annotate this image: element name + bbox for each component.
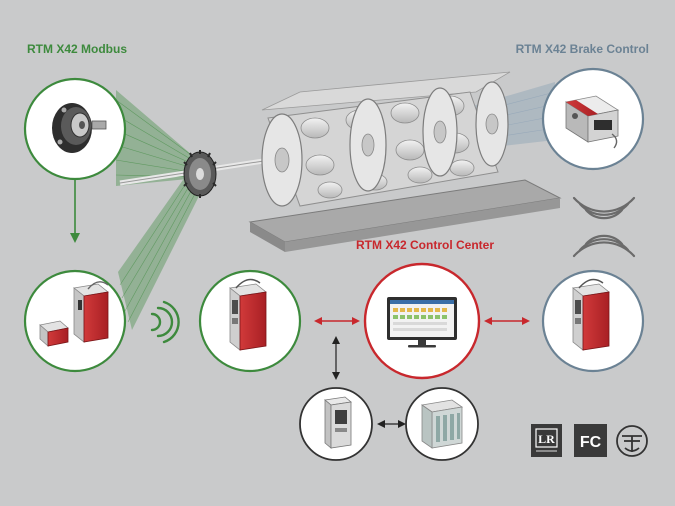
node-gateway [299, 387, 373, 461]
rtm-control-unit-icon [572, 278, 610, 351]
node-control-center [363, 262, 481, 380]
telec-certification-icon [616, 425, 648, 457]
gateway-icon [324, 396, 352, 449]
sensor-cone-bottom [118, 170, 202, 330]
brake-control-label: RTM X42 Brake Control [515, 42, 649, 56]
wireless-signal-bottom-icon [572, 234, 636, 258]
node-brake-module [541, 67, 645, 171]
rtm-control-unit-icon [229, 278, 267, 351]
wireless-signal-green-icon [150, 300, 180, 344]
node-control-unit-left [198, 269, 302, 373]
svg-text:FC: FC [580, 434, 602, 451]
node-modbus-module [23, 269, 127, 373]
plc-icon [420, 399, 464, 449]
rtm-module-icon [39, 281, 109, 347]
monitor-icon [387, 297, 457, 348]
lr-certification-icon: LR [531, 424, 562, 457]
rotor-sensor-icon [52, 103, 107, 153]
modbus-label: RTM X42 Modbus [27, 42, 128, 56]
brake-module-icon [564, 95, 620, 149]
gear-wheel [183, 150, 217, 198]
fc-certification-icon: FC [574, 424, 607, 457]
node-plc [405, 387, 479, 461]
svg-text:LR: LR [538, 432, 555, 446]
node-rotor-sensor [23, 77, 127, 181]
wireless-signal-top-icon [572, 196, 636, 220]
node-control-unit-right [541, 269, 645, 373]
control-center-label: RTM X42 Control Center [356, 238, 495, 252]
sensor-cone-top [115, 90, 199, 186]
stranding-machine-illustration [119, 71, 562, 252]
